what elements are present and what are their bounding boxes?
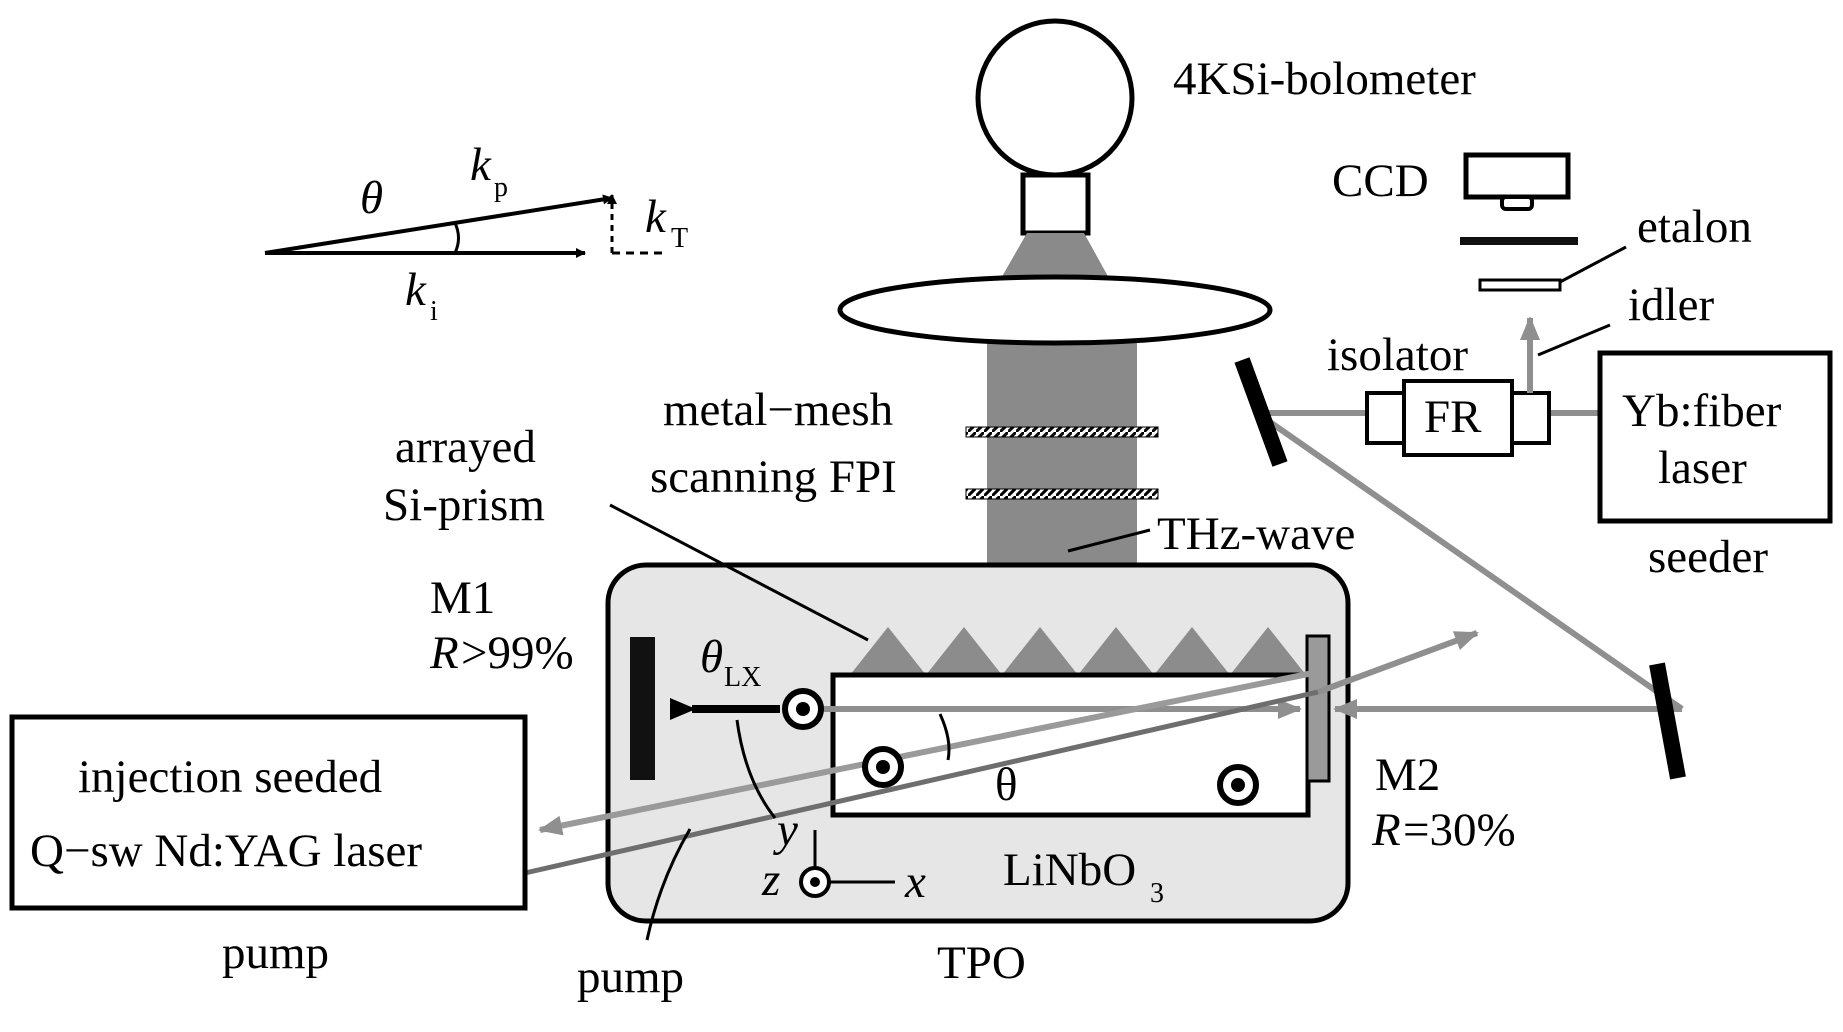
seed-laser-line1: Yb:fiber (1622, 385, 1782, 437)
crystal-label-subscript: 3 (1150, 878, 1164, 909)
seed-beam-diagonal (1255, 410, 1684, 712)
seed-laser-line2: laser (1658, 442, 1747, 494)
fpi-label-line2: scanning FPI (650, 451, 897, 503)
kp-label: k (470, 139, 492, 191)
prism (1078, 627, 1154, 675)
m2-reflectivity-symbol: R (1371, 804, 1401, 856)
seed-laser-box (1597, 350, 1833, 524)
theta-label: θ (360, 172, 383, 224)
m2-label: M2 (1375, 749, 1440, 801)
fpi-mesh-upper (965, 426, 1159, 438)
bolometer: 4KSi-bolometer (975, 18, 1476, 280)
fpi-mesh-lower (965, 488, 1159, 500)
bolometer-sphere (975, 18, 1135, 178)
output-beam (1316, 630, 1479, 695)
mirror-m2 (1305, 634, 1331, 783)
fold-mirror-lower (1649, 662, 1686, 780)
kt-subscript: T (671, 223, 688, 254)
m2-reflectivity-value: =30% (1403, 804, 1516, 856)
etalon-leader (1559, 245, 1627, 284)
axis-z-label: z (761, 854, 780, 906)
m1-label: M1 (430, 572, 495, 624)
axis-y-label: y (773, 804, 798, 856)
collimating-lens (837, 274, 1273, 346)
kp-subscript: p (494, 172, 508, 203)
pump-label-right: pump (577, 951, 684, 1003)
idler-leader (1537, 323, 1611, 357)
pump-laser-line1: injection seeded (78, 751, 382, 803)
pump-laser-box (9, 714, 528, 911)
z-axis-dot (810, 877, 820, 887)
isolator-right-polarizer (1510, 391, 1551, 445)
isolator-label: isolator (1327, 329, 1468, 381)
m1-reflectivity-symbol: R (429, 627, 459, 679)
polarization-marker-dot (876, 760, 890, 774)
ki-label: k (405, 264, 427, 316)
idler-label: idler (1628, 279, 1714, 331)
bolometer-neck (1020, 172, 1091, 236)
fr-label: FR (1424, 391, 1482, 443)
kp-vector (264, 194, 613, 255)
prism (926, 627, 1002, 675)
tpo-label: TPO (937, 937, 1026, 989)
ccd-camera (1463, 152, 1571, 200)
pump-laser-line2: Q−sw Nd:YAG laser (30, 825, 422, 877)
kt-label: k (645, 191, 667, 243)
seeder-label: seeder (1648, 531, 1768, 583)
thz-wave-label: THz-wave (1157, 508, 1355, 560)
si-prism-array (850, 627, 1306, 675)
etalon-plate-upper (1460, 237, 1578, 245)
isolator-left-polarizer (1365, 391, 1406, 445)
phase-matching-diagram: θ k p k i k T (264, 139, 688, 327)
crystal-angle-arc (938, 713, 951, 761)
fold-mirror-upper (1234, 357, 1288, 467)
ccd-label: CCD (1332, 155, 1429, 207)
isolator: FR isolator (1327, 329, 1551, 457)
m1-reflectivity-value: >99% (461, 627, 574, 679)
prism-label-line2: Si-prism (383, 479, 545, 531)
pump-beam-reflected (538, 669, 1319, 836)
theta-lx-arc (735, 719, 777, 819)
prism-label-line1: arrayed (395, 421, 536, 473)
polarization-markers (782, 688, 1259, 806)
thz-wave-leader (1067, 528, 1151, 553)
coordinate-axes: y z x (761, 804, 926, 908)
ki-subscript: i (430, 296, 438, 327)
pump-beam-main (524, 689, 1319, 876)
prism (1154, 627, 1230, 675)
bolometer-label: 4KSi-bolometer (1173, 53, 1476, 105)
prism (1002, 627, 1078, 675)
polarization-marker-dot (1231, 778, 1245, 792)
mirror-m1 (630, 637, 655, 780)
axis-x-label: x (904, 856, 926, 908)
pump-leader (645, 828, 692, 941)
prism-leader (609, 503, 869, 642)
theta-lx-subscript: LX (724, 662, 761, 693)
pump-label-left: pump (222, 927, 329, 979)
etalon-plate-lower (1478, 278, 1562, 292)
etalon-label: etalon (1637, 201, 1752, 253)
fpi-label-line1: metal−mesh (663, 384, 893, 436)
prism (850, 627, 926, 675)
ccd-lens (1500, 195, 1534, 211)
crystal-theta-label: θ (995, 759, 1018, 811)
prism (1230, 627, 1306, 675)
bolometer-cone (1000, 233, 1110, 280)
theta-arc (453, 222, 460, 254)
polarization-marker-dot (796, 702, 810, 716)
theta-lx-symbol: θ (700, 631, 723, 683)
crystal-label: LiNbO (1003, 844, 1136, 896)
